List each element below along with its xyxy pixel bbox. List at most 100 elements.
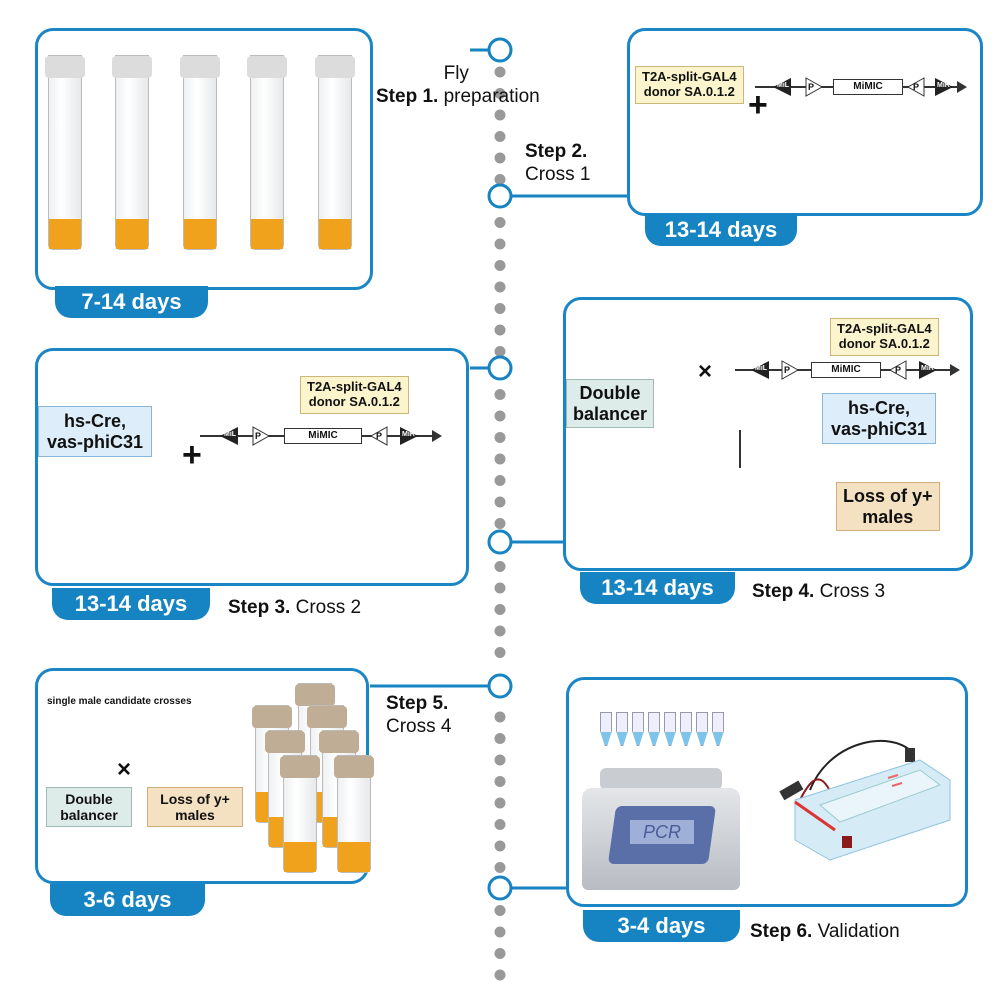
step-number: Step 5.: [386, 693, 449, 714]
timeline-dot: [494, 582, 506, 594]
timeline-dot: [494, 475, 506, 486]
timeline-dot: [494, 797, 506, 809]
timeline-dot: [494, 432, 506, 443]
timeline-dot: [494, 948, 506, 959]
label-line: Loss of y+: [160, 791, 230, 807]
pcr-tube: [696, 712, 708, 746]
label-line: males: [862, 506, 914, 527]
pcr-tube: [680, 712, 692, 746]
mimic-construct: MiL P MiMIC P MiR: [200, 426, 442, 446]
step3-label: Step 3. Cross 2: [228, 596, 361, 619]
timeline-dot: [494, 926, 506, 938]
timeline-dot: [494, 131, 506, 142]
step-number: Step 3.: [228, 597, 291, 618]
step1-label: Step 1. Fly preparation: [376, 62, 564, 108]
timeline-dot: [494, 410, 506, 422]
pcr-tube: [712, 712, 724, 746]
duration-badge: 3-4 days: [583, 910, 740, 942]
step-number: Step 1.: [376, 86, 439, 107]
timeline-dot: [494, 88, 506, 99]
timeline-dot: [494, 776, 506, 787]
timeline-dot: [494, 733, 506, 744]
loss-of-y-label: Loss of y+males: [836, 482, 940, 532]
label-line: donor SA.0.1.2: [308, 393, 400, 409]
step4-label: Step 4. Cross 3: [752, 580, 885, 603]
label-line: hs-Cre,: [848, 398, 911, 418]
timeline-dot: [494, 109, 506, 121]
timeline-dot: [494, 324, 506, 336]
duration-badge: 13-14 days: [52, 588, 210, 620]
label-line: donor SA.0.1.2: [838, 335, 930, 351]
mimic-construct: MiL P MiMIC P MiR: [735, 360, 960, 380]
label-line: Loss of y+: [843, 486, 933, 506]
label-line: males: [175, 807, 215, 824]
timeline-dot: [494, 152, 506, 164]
step-name: Fly preparation: [443, 63, 540, 107]
step-number: Step 2.: [525, 141, 588, 162]
timeline-dot: [494, 561, 506, 572]
duration-badge: 3-6 days: [50, 884, 205, 916]
label-line: vas-phiC31: [831, 418, 928, 439]
vial-icon: [180, 55, 220, 250]
arrow-down-icon: [739, 430, 741, 468]
vial-icon: [334, 755, 374, 873]
vial-icon: [315, 55, 355, 250]
timeline-node: [487, 355, 513, 381]
plus-sign: +: [182, 436, 202, 474]
timeline-dot: [494, 819, 506, 830]
plus-sign: +: [748, 86, 768, 124]
label-line: T2A-split-GAL4: [837, 321, 932, 336]
pcr-tube-icon: [600, 700, 735, 750]
step5-label: Step 5.Cross 4: [386, 692, 451, 738]
vial-icon: [247, 55, 287, 250]
mimic-construct: MiL P MiMIC P MiR: [755, 77, 967, 97]
label-line: Double: [65, 791, 113, 807]
timeline-node: [487, 673, 513, 699]
timeline-dot: [494, 625, 506, 637]
gel-electrophoresis-icon: [770, 720, 955, 870]
label-line: vas-phiC31: [47, 431, 144, 452]
timeline-dot: [494, 303, 506, 314]
vial-icon: [45, 55, 85, 250]
step2-label: Step 2.Cross 1: [525, 140, 590, 186]
timeline-dot: [494, 754, 506, 766]
pcr-tube: [600, 712, 612, 746]
duration-badge: 7-14 days: [55, 286, 208, 318]
timeline-dot: [494, 238, 506, 250]
timeline-dot: [494, 389, 506, 400]
timeline-dot: [494, 518, 506, 529]
step-name: Cross 4: [386, 716, 452, 737]
label-line: balancer: [60, 807, 118, 824]
pcr-screen-label: PCR: [630, 820, 694, 844]
cross-sign: ×: [117, 756, 132, 783]
timeline-dot: [494, 260, 506, 271]
timeline-node: [487, 183, 513, 209]
pcr-tube: [648, 712, 660, 746]
timeline-dot: [494, 905, 506, 916]
timeline-dot: [494, 840, 506, 852]
label-line: balancer: [573, 403, 648, 424]
timeline-node: [487, 529, 513, 555]
step-name: Cross 1: [525, 164, 591, 185]
step-name: Cross 3: [819, 581, 886, 602]
step6-label: Step 6. Validation: [750, 920, 900, 943]
step2-panel: [627, 28, 983, 216]
duration-badge: 13-14 days: [580, 572, 735, 604]
single-male-caption: single male candidate crosses: [47, 696, 192, 707]
timeline-dot: [494, 862, 506, 873]
timeline-dot: [494, 174, 506, 185]
hs-cre-label: hs-Cre,vas-phiC31: [822, 393, 937, 445]
label-line: donor SA.0.1.2: [643, 83, 735, 99]
timeline-dot: [494, 346, 506, 357]
label-line: T2A-split-GAL4: [642, 69, 737, 84]
timeline-dot: [494, 217, 506, 228]
timeline-dot: [494, 66, 506, 78]
pcr-tube: [616, 712, 628, 746]
timeline-dot: [494, 281, 506, 293]
timeline-dot: [494, 711, 506, 723]
timeline-dot: [494, 647, 506, 658]
